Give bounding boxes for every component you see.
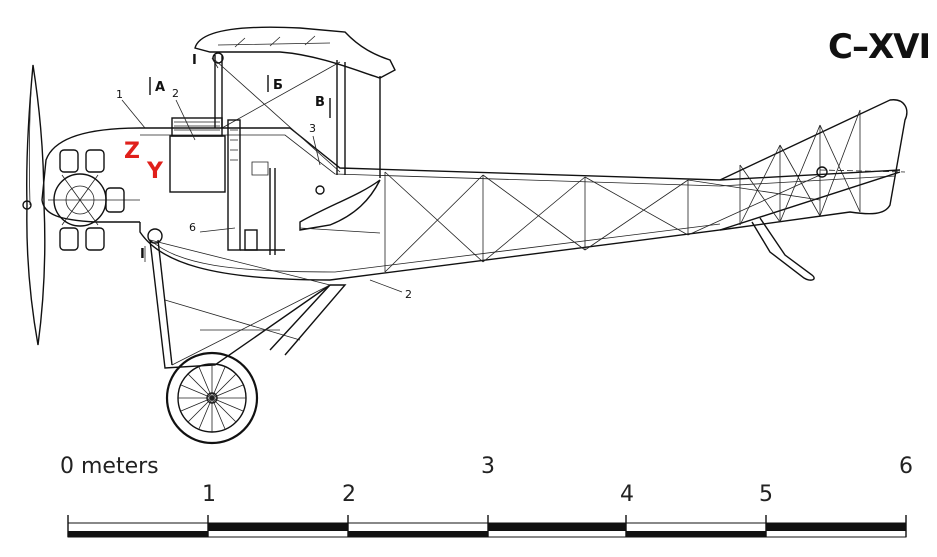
scale-tick-3: 3 (481, 454, 495, 479)
part-label-3: 3 (309, 122, 316, 135)
leader-2-bottom (369, 279, 403, 293)
engine-cowling (41, 127, 141, 251)
scale-segment-4 (626, 531, 766, 537)
part-label-2-bottom: 2 (405, 288, 412, 301)
section-label-i-top: I (192, 53, 197, 68)
scale-segment-2 (348, 531, 488, 537)
marker-y: Y (146, 159, 164, 184)
part-label-1: 1 (116, 88, 123, 101)
scale-segment-0 (68, 531, 208, 537)
marker-z: Z (124, 139, 140, 164)
scale-tick-5: 5 (759, 482, 773, 507)
scale-unit-label: 0 meters (60, 454, 159, 479)
section-label-b: Б (273, 78, 283, 93)
section-label-i-bottom: I (140, 247, 145, 262)
cockpit-internals (169, 117, 325, 255)
scale-segment-1 (208, 523, 348, 531)
scale-tick-4: 4 (620, 482, 634, 507)
fuselage (139, 127, 901, 281)
upper-wing (194, 26, 396, 178)
leader-1 (121, 99, 146, 129)
rotary-engine (53, 149, 125, 251)
leader-3 (312, 135, 321, 166)
part-label-6: 6 (189, 221, 196, 234)
scale-bar: 0 meters 1 2 3 4 5 6 (60, 454, 913, 538)
scale-tick-6: 6 (899, 454, 913, 479)
landing-gear (147, 228, 347, 445)
section-label-a: А (155, 80, 165, 95)
tail-assembly (719, 99, 908, 281)
scale-tick-marks (67, 515, 907, 537)
section-label-v: В (315, 95, 325, 110)
leader-2-top (175, 99, 196, 141)
section-line-i-top (211, 57, 219, 69)
scale-segment-3 (488, 523, 626, 531)
part-label-2-top: 2 (172, 87, 179, 100)
propeller (22, 64, 46, 346)
scale-tick-1: 1 (202, 482, 216, 507)
aircraft-title: С–XVI (828, 27, 930, 67)
scale-segment-5 (766, 523, 906, 531)
scale-tick-2: 2 (342, 482, 356, 507)
wheel (165, 351, 259, 445)
leader-6 (199, 227, 236, 233)
